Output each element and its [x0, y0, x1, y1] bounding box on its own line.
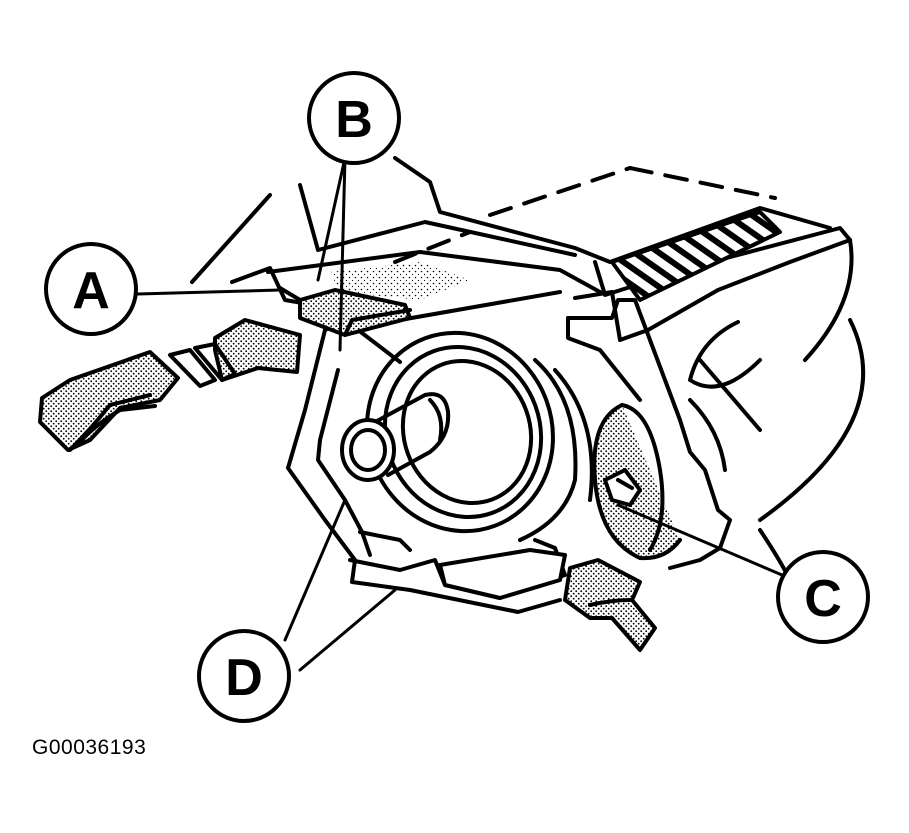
steering-shaft — [340, 392, 451, 482]
callout-circle-b — [307, 71, 401, 165]
callout-label-d: D — [225, 649, 263, 707]
callout-label-c: C — [804, 570, 842, 628]
retaining-clip — [38, 350, 180, 452]
round-cover — [592, 403, 682, 561]
right-bracket — [566, 298, 732, 570]
callout-label-a: A — [72, 262, 110, 320]
insertion-arrow — [168, 318, 302, 388]
leader-lines — [136, 156, 784, 672]
hidden-outline — [393, 166, 777, 264]
figure-id: G00036193 — [32, 736, 147, 759]
shroud-tab — [438, 548, 567, 600]
callout-circle-c — [776, 550, 870, 644]
upper-shading — [330, 262, 470, 300]
callout-circle-a — [44, 242, 138, 336]
locking-tab-c — [603, 468, 642, 507]
removal-arrow — [563, 558, 657, 652]
column-housing — [190, 156, 866, 582]
callout-label-b: B — [335, 91, 373, 149]
callout-circle-d — [197, 629, 291, 723]
hatched-trim — [610, 210, 782, 302]
retaining-tab — [278, 286, 412, 337]
